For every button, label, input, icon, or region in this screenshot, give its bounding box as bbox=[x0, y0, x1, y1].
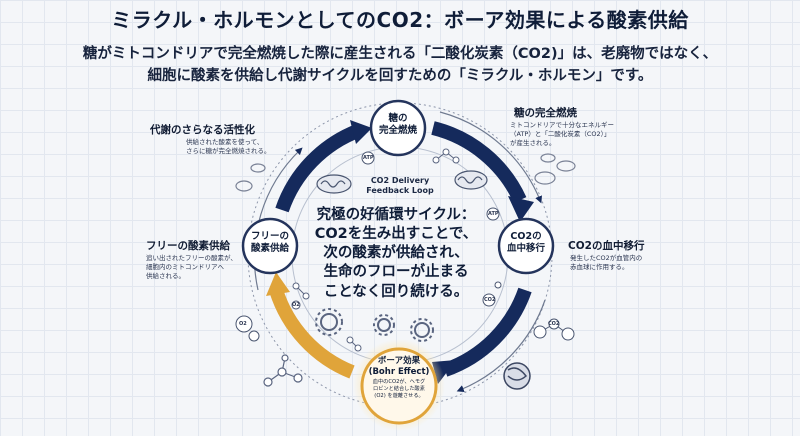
co2-molecule-icon-inner bbox=[482, 281, 502, 307]
node-top-line2: 完全燃焼 bbox=[378, 124, 417, 136]
o2-tag-b: O2 bbox=[292, 302, 300, 308]
gear-icon-left bbox=[315, 308, 343, 336]
side-top-right-desc: ミトコンドリアで十分なエネルギー （ATP）と「二酸化炭素（CO2）」 が産生さ… bbox=[510, 121, 614, 147]
outer-arrow-bottom-right bbox=[456, 299, 546, 392]
molecule-icon-bottom-center bbox=[346, 336, 362, 352]
center-text: 究極の好循環サイクル： CO2を生み出すことで、 次の酸素が供給され、 生命のフ… bbox=[300, 206, 492, 302]
subtitle-line-2: 細胞に酸素を供給し代謝サイクルを回すための「ミラクル・ホルモン」です。 bbox=[147, 68, 653, 84]
atp-icon-2 bbox=[486, 207, 500, 221]
side-top-right-heading: 糖の完全燃焼 bbox=[514, 107, 577, 119]
node-right-circle bbox=[497, 217, 555, 275]
arc-top-right bbox=[431, 121, 527, 204]
node-right-line2: 血中移行 bbox=[506, 242, 545, 254]
arrow-head-top-right bbox=[508, 196, 534, 222]
loop-label: CO2 Delivery Feedback Loop bbox=[338, 176, 462, 197]
node-bottom-desc: 血中のCO2が、ヘモグ ロビンと結合した酸素 (O2) を遊離させる。 bbox=[359, 379, 439, 399]
node-right-label: CO2の 血中移行 bbox=[496, 231, 556, 255]
atp-tag-1: ATP bbox=[363, 155, 374, 161]
node-bottom-label: ボーア効果 (Bohr Effect) 血中のCO2が、ヘモグ ロビンと結合した… bbox=[359, 356, 439, 400]
center-line2: CO2を生み出すことで、 bbox=[314, 226, 478, 243]
co2-molecule-icon-outer bbox=[533, 318, 575, 341]
gear-icon-right bbox=[410, 318, 434, 342]
center-line4: 生命のフローが止まる bbox=[323, 264, 469, 281]
side-left-heading: フリーの酸素供給 bbox=[146, 240, 230, 252]
side-top-right-desc1: ミトコンドリアで十分なエネルギー bbox=[510, 121, 614, 129]
side-top-right-desc2: （ATP）と「二酸化炭素（CO2）」 bbox=[510, 129, 611, 138]
loop-label-line1: CO2 Delivery bbox=[370, 176, 430, 185]
node-bottom-desc2: ロビンと結合した酸素 bbox=[373, 386, 425, 392]
hemoglobin-icon bbox=[503, 362, 531, 390]
arrow-head-bottom-left bbox=[266, 272, 290, 296]
arc-left-top bbox=[275, 123, 363, 213]
side-left-desc: 追い出されたフリーの酸素が、 細胞内のミトコンドリアへ 供給される。 bbox=[146, 254, 237, 280]
blood-cells-left bbox=[235, 163, 266, 192]
node-bottom-circle bbox=[360, 347, 438, 425]
o2-tag: O2 bbox=[239, 321, 247, 327]
outer-arrow-top-right bbox=[439, 111, 542, 204]
node-top-line1: 糖の bbox=[388, 113, 408, 124]
molecule-icon-left-inner bbox=[292, 282, 310, 300]
o2-small-icon bbox=[291, 300, 301, 310]
node-top-label: 糖の 完全燃焼 bbox=[368, 113, 428, 137]
side-top-right-desc3: が産生される。 bbox=[510, 138, 556, 147]
subtitle-line-1: 糖がミトコンドリアで完全燃焼した際に産生される「二酸化炭素（CO2)」は、老廃物… bbox=[82, 46, 718, 62]
arrow-head-left-top bbox=[350, 120, 372, 144]
node-left-label: フリーの 酸素供給 bbox=[240, 231, 300, 255]
node-left-line1: フリーの bbox=[250, 231, 289, 242]
atp-icon-1 bbox=[361, 151, 375, 165]
outer-arrow-left bbox=[253, 147, 303, 291]
side-top-left-desc2: さらに糖が完全燃焼される。 bbox=[186, 146, 271, 155]
blood-cells-top-right bbox=[534, 153, 576, 185]
center-line5: ことなく回り続ける。 bbox=[323, 283, 469, 300]
mitochondria-icon-right bbox=[454, 170, 488, 190]
side-top-left-desc1: 供給された酸素を使って、 bbox=[186, 138, 264, 146]
molecule-icon-bottom-left bbox=[263, 354, 303, 387]
arc-right-bottom bbox=[442, 287, 532, 377]
node-left-line2: 酸素供給 bbox=[250, 242, 289, 254]
side-right-heading: CO2の血中移行 bbox=[568, 240, 645, 252]
atp-tag-2: ATP bbox=[488, 211, 499, 217]
side-right-desc: 発生したCO2が血管内の 赤血球に作用する。 bbox=[570, 254, 642, 272]
co2-tag-b: CO2 bbox=[548, 321, 560, 327]
mitochondria-icon-left bbox=[316, 174, 352, 194]
node-bottom-line2: (Bohr Effect) bbox=[368, 366, 430, 377]
o2-molecule-icon bbox=[235, 315, 260, 342]
page-title: ミラクル・ホルモンとしてのCO2：ボーア効果による酸素供給 bbox=[111, 8, 689, 32]
side-right-desc1: 発生したCO2が血管内の bbox=[570, 254, 643, 262]
node-bottom-line1: ボーア効果 bbox=[377, 356, 421, 366]
side-left-desc2: 細胞内のミトコンドリアへ bbox=[146, 262, 224, 271]
node-top-circle bbox=[369, 99, 427, 157]
arc-bottom-left bbox=[269, 287, 355, 379]
center-line3: 次の酸素が供給され、 bbox=[323, 245, 469, 262]
node-right-line1: CO2の bbox=[510, 231, 542, 242]
side-right-desc2: 赤血球に作用する。 bbox=[570, 262, 629, 271]
node-left-circle bbox=[241, 217, 299, 275]
side-top-left-heading: 代謝のさらなる活性化 bbox=[150, 124, 255, 136]
side-top-left-desc: 供給された酸素を使って、 さらに糖が完全燃焼される。 bbox=[186, 138, 271, 156]
side-left-desc1: 追い出されたフリーの酸素が、 bbox=[146, 254, 237, 262]
node-bottom-desc1: 血中のCO2が、ヘモグ bbox=[372, 379, 426, 386]
co2-tag-a: CO2 bbox=[484, 297, 496, 303]
loop-label-line2: Feedback Loop bbox=[366, 186, 434, 196]
molecule-icon-top bbox=[432, 148, 460, 164]
center-line1: 究極の好循環サイクル： bbox=[316, 207, 476, 223]
gear-icon-center bbox=[373, 314, 395, 336]
side-left-desc3: 供給される。 bbox=[146, 271, 185, 280]
node-bottom-desc3: (O2) を遊離させる。 bbox=[374, 392, 424, 399]
